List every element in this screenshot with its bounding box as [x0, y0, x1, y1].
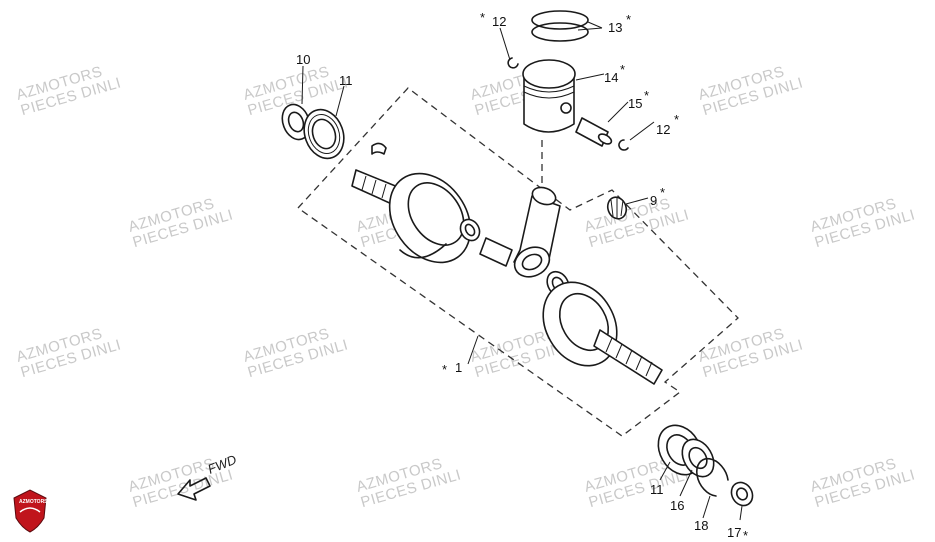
bushing-part: [730, 481, 754, 507]
callout-number: 9: [650, 193, 657, 208]
callout-number: 14: [604, 70, 618, 85]
circlip-part: [618, 139, 629, 151]
callout-star: *: [626, 12, 631, 27]
piston-part: [522, 59, 576, 133]
callout-star: *: [442, 362, 447, 377]
callouts: * 1 9 * 10 11 * 12 12 * 13 * 14 * 15 * 1…: [296, 10, 748, 542]
crankshaft-right-web: [542, 281, 618, 367]
right-circlip-part: [695, 457, 729, 497]
right-oil-seal-part: [681, 438, 715, 478]
leader-lines: [301, 21, 743, 521]
watermark: AZMOTORS PIECES DINLI: [354, 455, 463, 511]
small-end-bearing-part: [459, 218, 481, 242]
left-bearing-part: [303, 108, 345, 160]
watermark: AZMOTORS PIECES DINLI: [14, 63, 123, 119]
callout-number: 12: [656, 122, 670, 137]
callout-star: *: [620, 62, 625, 77]
callout-star: *: [644, 88, 649, 103]
watermark: AZMOTORS PIECES DINLI: [696, 63, 805, 119]
callout-number: 11: [650, 482, 664, 497]
azmotors-shield-icon: AZMOTORS: [13, 489, 48, 533]
oil-seal-part: [281, 103, 311, 141]
callout-number: 11: [339, 73, 353, 88]
callout-number: 12: [492, 14, 506, 29]
callout-number: 13: [608, 20, 622, 35]
crankshaft-assembly-outline: [297, 87, 739, 437]
watermark: AZMOTORS PIECES DINLI: [808, 195, 917, 251]
connecting-rod-part: [513, 186, 561, 278]
watermark: AZMOTORS PIECES DINLI: [14, 325, 123, 381]
callout-star: *: [480, 10, 485, 25]
watermark: AZMOTORS PIECES DINLI: [241, 325, 350, 381]
needle-bearing-part: [606, 196, 628, 220]
watermark-layer: AZMOTORS PIECES DINLI AZMOTORS PIECES DI…: [14, 63, 917, 511]
woodruff-key-part: [371, 142, 387, 155]
callout-number: 10: [296, 52, 310, 67]
callout-number: 16: [670, 498, 684, 513]
watermark: AZMOTORS PIECES DINLI: [696, 325, 805, 381]
callout-number: 1: [455, 360, 462, 375]
piston-pin-part: [575, 117, 613, 147]
callout-star: *: [674, 112, 679, 127]
watermark: AZMOTORS PIECES DINLI: [808, 455, 917, 511]
watermark: AZMOTORS PIECES DINLI: [126, 195, 235, 251]
logo-text: AZMOTORS: [19, 499, 48, 505]
callout-number: 17: [727, 525, 741, 540]
watermark: AZMOTORS PIECES DINLI: [582, 195, 691, 251]
callout-number: 18: [694, 518, 708, 533]
crankshaft-right-shaft: [593, 329, 663, 385]
crankshaft-left-web: [388, 172, 472, 264]
piston-rings-part: [531, 10, 589, 42]
callout-number: 15: [628, 96, 642, 111]
callout-star: *: [660, 185, 665, 200]
crank-pin-part: [479, 237, 513, 267]
callout-star: *: [743, 528, 748, 542]
